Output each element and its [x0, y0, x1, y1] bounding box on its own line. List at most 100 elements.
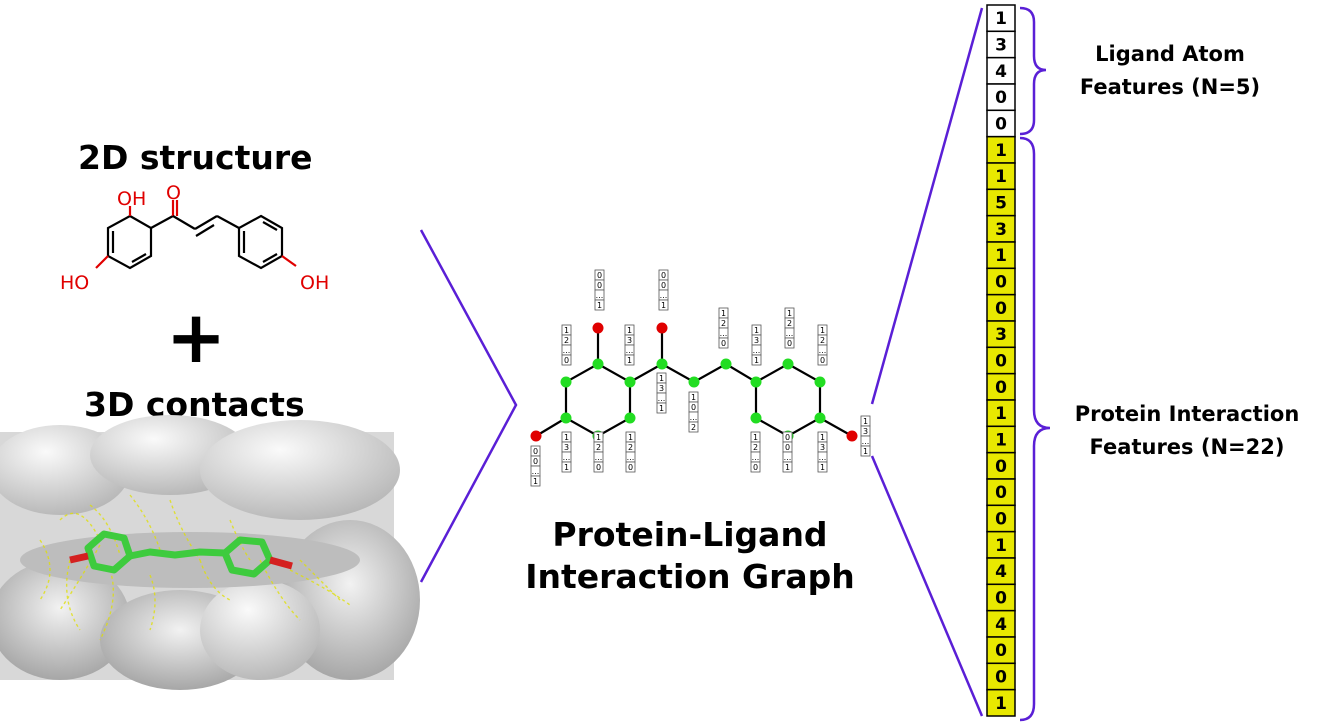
feature-value: 1: [995, 431, 1007, 451]
feature-value: 1: [995, 167, 1007, 187]
node-feature-value: 3: [863, 427, 868, 436]
carbonyl-bond: [150, 215, 174, 229]
feature-value: 4: [995, 62, 1007, 82]
node-feature-value: ...: [660, 291, 668, 300]
ligand-feature-cell: [986, 4, 1016, 33]
protein-interaction-features-label: Protein Interaction Features (N=22): [1052, 398, 1322, 464]
carbon-node: [560, 412, 572, 424]
node-feature-value: 0: [533, 457, 538, 466]
node-feature-value: ...: [563, 453, 571, 462]
protein-feature-cell: [986, 293, 1016, 322]
feature-value: 1: [995, 141, 1007, 161]
node-feature-box: 10...2: [688, 391, 699, 433]
node-feature-box: 12...0: [718, 307, 729, 349]
hydroxyl-bond: [95, 255, 109, 269]
node-feature-cell: [625, 461, 636, 473]
node-feature-box: 00...1: [530, 445, 541, 487]
node-feature-box: 13...1: [817, 431, 828, 473]
node-feature-value: 0: [753, 463, 758, 472]
node-feature-value: ...: [532, 467, 540, 476]
node-feature-box: 13...1: [561, 431, 572, 473]
ligand-feature-cell: [986, 109, 1016, 138]
protein-feature-cell: [986, 478, 1016, 507]
protein-feature-cell: [986, 241, 1016, 270]
protein-feature-cell: [986, 688, 1016, 717]
node-feature-cell: [530, 475, 541, 487]
feature-value: 1: [995, 536, 1007, 556]
alkene-bond: [172, 215, 196, 230]
node-feature-value: ...: [690, 413, 698, 422]
feature-value: 0: [995, 510, 1007, 530]
alkene-double-bond: [195, 224, 215, 237]
node-feature-box: 12...0: [593, 431, 604, 473]
carbon-node: [782, 358, 794, 370]
carbon-node: [814, 412, 826, 424]
feature-value: 4: [995, 615, 1007, 635]
node-feature-value: 1: [820, 326, 825, 335]
carbon-node: [750, 412, 762, 424]
carbon-node: [656, 358, 668, 370]
node-feature-value: 1: [564, 326, 569, 335]
node-feature-cell: [561, 354, 572, 366]
node-feature-value: 0: [533, 447, 538, 456]
left-benzene-ring: [106, 214, 153, 270]
feature-value: 5: [995, 194, 1007, 214]
funnel-line-bottom: [870, 455, 984, 717]
feature-value: 0: [995, 668, 1007, 688]
protein-feature-cell: [986, 162, 1016, 191]
node-feature-box: 13...1: [751, 324, 762, 366]
protein-label-line1: Protein Interaction: [1074, 402, 1300, 426]
feature-value: 0: [995, 115, 1007, 135]
ring-double-bond: [262, 221, 278, 231]
node-feature-cell: [782, 461, 793, 473]
node-feature-value: 1: [564, 433, 569, 442]
node-feature-value: ...: [720, 329, 728, 338]
protein-feature-cell: [986, 557, 1016, 586]
hydroxyl-bond: [281, 255, 297, 267]
node-feature-value: ...: [819, 453, 827, 462]
ligand-features-brace: [1019, 6, 1047, 136]
node-feature-value: ...: [819, 346, 827, 355]
node-feature-value: ...: [658, 394, 666, 403]
feature-value: 3: [995, 220, 1007, 240]
ligand-feature-cell: [986, 56, 1016, 85]
feature-value: 0: [995, 299, 1007, 319]
carbon-node: [688, 376, 700, 388]
node-feature-value: ...: [596, 291, 604, 300]
node-feature-box: 00...1: [594, 269, 605, 311]
node-feature-box: 00...1: [782, 431, 793, 473]
node-feature-value: 0: [661, 281, 666, 290]
node-feature-value: 0: [787, 339, 792, 348]
right-benzene-ring: [237, 214, 284, 270]
node-feature-box: 12...0: [561, 324, 572, 366]
node-feature-value: ...: [862, 437, 870, 446]
node-feature-box: 12...0: [784, 307, 795, 349]
protein-feature-cell: [986, 399, 1016, 428]
node-feature-value: 1: [628, 433, 633, 442]
ligand-atom-features-label: Ligand Atom Features (N=5): [1040, 38, 1300, 104]
node-feature-box: 00...1: [658, 269, 669, 311]
node-feature-value: 2: [721, 319, 726, 328]
carbon-node: [814, 376, 826, 388]
feature-value: 0: [995, 88, 1007, 108]
feature-value: 0: [995, 589, 1007, 609]
node-feature-value: 1: [754, 356, 759, 365]
node-feature-value: 2: [596, 443, 601, 452]
feature-value: 1: [995, 246, 1007, 266]
node-feature-cell: [817, 354, 828, 366]
feature-value: 3: [995, 36, 1007, 56]
feature-value: 0: [995, 273, 1007, 293]
node-feature-cell: [593, 461, 604, 473]
ligand-label-line1: Ligand Atom: [1095, 42, 1245, 66]
node-feature-value: 1: [863, 417, 868, 426]
node-feature-value: 1: [721, 309, 726, 318]
node-feature-value: 2: [628, 443, 633, 452]
node-feature-value: 1: [754, 326, 759, 335]
node-feature-value: 1: [659, 374, 664, 383]
node-feature-box: 13...1: [624, 324, 635, 366]
node-feature-value: ...: [753, 346, 761, 355]
node-feature-value: 1: [753, 433, 758, 442]
ligand-oxygen-right: [269, 556, 293, 570]
hydroxyl-label-top: OH: [117, 188, 146, 210]
